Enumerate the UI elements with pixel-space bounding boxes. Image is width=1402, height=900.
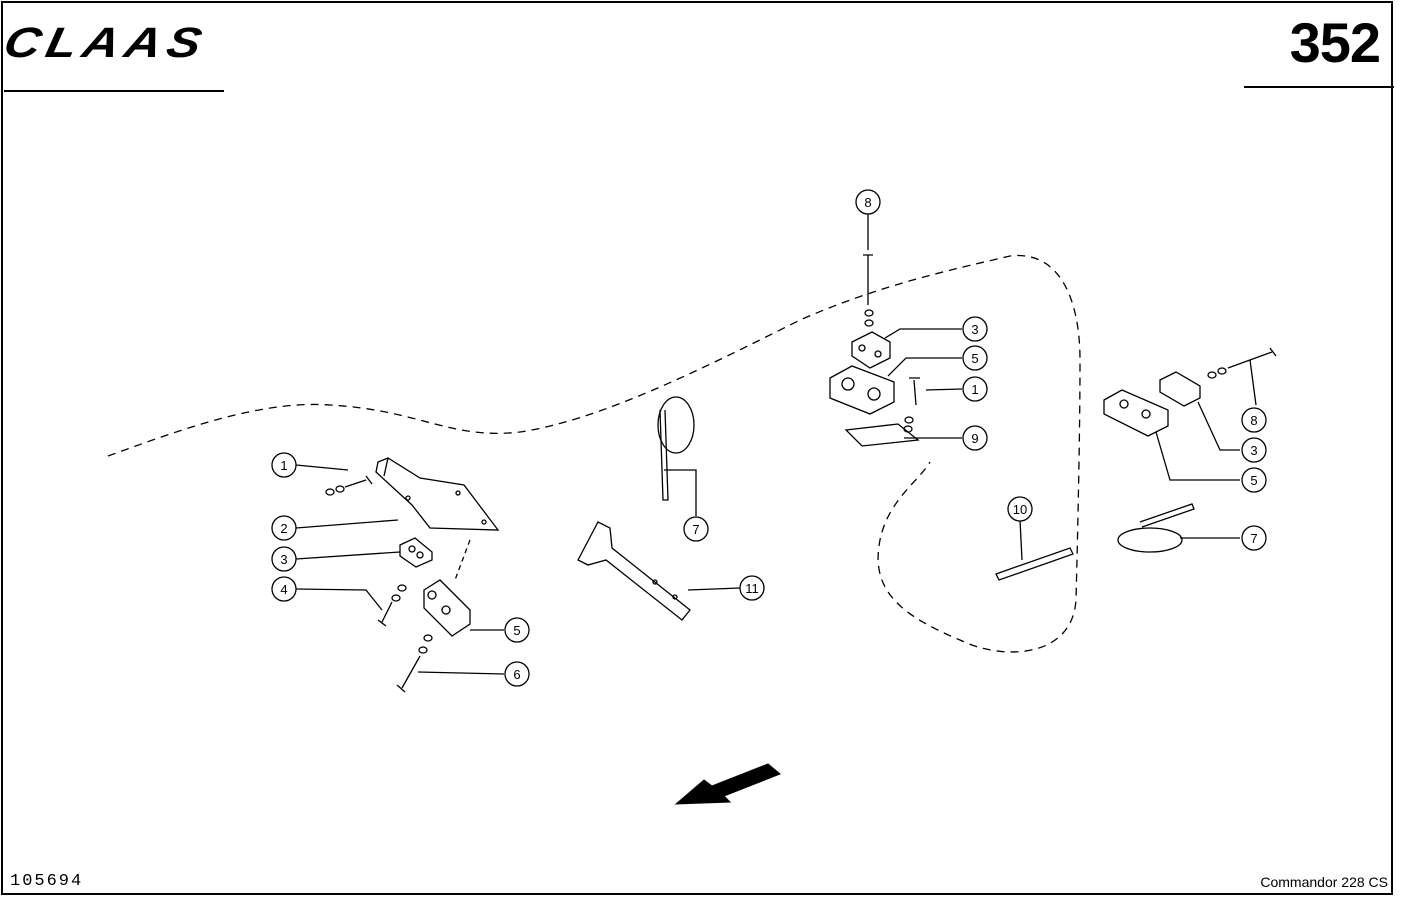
callout-label: 6	[513, 667, 520, 682]
callout-circle	[962, 425, 988, 451]
direction-arrow	[674, 763, 781, 805]
bolt-long-right	[1227, 347, 1277, 369]
callout-label: 3	[1250, 443, 1257, 458]
clamp-block	[423, 579, 471, 637]
callout-circle	[504, 617, 530, 643]
hose-clamp-band-right	[1117, 527, 1183, 553]
callout-label: 4	[280, 582, 287, 597]
callout-label: 5	[971, 351, 978, 366]
brand-underline	[4, 90, 224, 92]
model-name: Commandor 228 CS	[1260, 874, 1388, 890]
callout-label: 5	[513, 623, 520, 638]
callout-circle	[271, 452, 297, 478]
callout-circle	[1241, 437, 1267, 463]
callout-circle	[962, 376, 988, 402]
callout-label: 1	[280, 458, 287, 473]
bolt-short-top	[909, 377, 920, 406]
clamp-block-right	[1103, 389, 1169, 437]
angle-bracket	[577, 521, 691, 621]
marker-strip	[995, 547, 1074, 581]
callout-circle	[855, 189, 881, 215]
callout-label: 3	[280, 552, 287, 567]
callout-label: 7	[692, 522, 699, 537]
callout-circle	[962, 345, 988, 371]
page-number: 352	[1289, 11, 1381, 74]
callout-circle	[271, 546, 297, 572]
dashed-hose-path	[107, 254, 1081, 653]
callout-label: 2	[280, 521, 287, 536]
document-number: 105694	[10, 872, 84, 891]
callout-circle	[739, 575, 765, 601]
hose-clamp-band	[657, 396, 695, 454]
clamp-half-small	[399, 537, 433, 568]
plate-9	[844, 423, 920, 447]
callout-circle	[683, 516, 709, 542]
callout-circle	[962, 316, 988, 342]
callout-label: 8	[864, 195, 871, 210]
callout-circle	[504, 661, 530, 687]
callout-label: 8	[1250, 413, 1257, 428]
bracket-plate	[375, 457, 500, 531]
clamp-half-top	[851, 331, 891, 369]
callout-label: 7	[1250, 531, 1257, 546]
callout-label: 5	[1250, 473, 1257, 488]
callout-label: 3	[971, 322, 978, 337]
clamp-block-top	[829, 365, 895, 415]
callout-circle	[1241, 525, 1267, 551]
callout-circle	[271, 576, 297, 602]
bolt-6	[396, 655, 421, 693]
bolt-small	[344, 475, 373, 488]
callout-label: 11	[745, 581, 759, 596]
callout-circle	[1007, 496, 1033, 522]
callout-circle	[271, 515, 297, 541]
clamp-half-right	[1159, 371, 1201, 407]
callout-label: 9	[971, 431, 978, 446]
callout-circle	[1241, 407, 1267, 433]
callout-circle	[1241, 467, 1267, 493]
page-number-underline	[1244, 86, 1394, 88]
bolt-long-top	[863, 254, 873, 305]
callout-label: 1	[971, 382, 978, 397]
callout-label: 10	[1013, 502, 1027, 517]
dashed-bracket-link	[454, 539, 471, 581]
bolt-4	[377, 601, 393, 627]
